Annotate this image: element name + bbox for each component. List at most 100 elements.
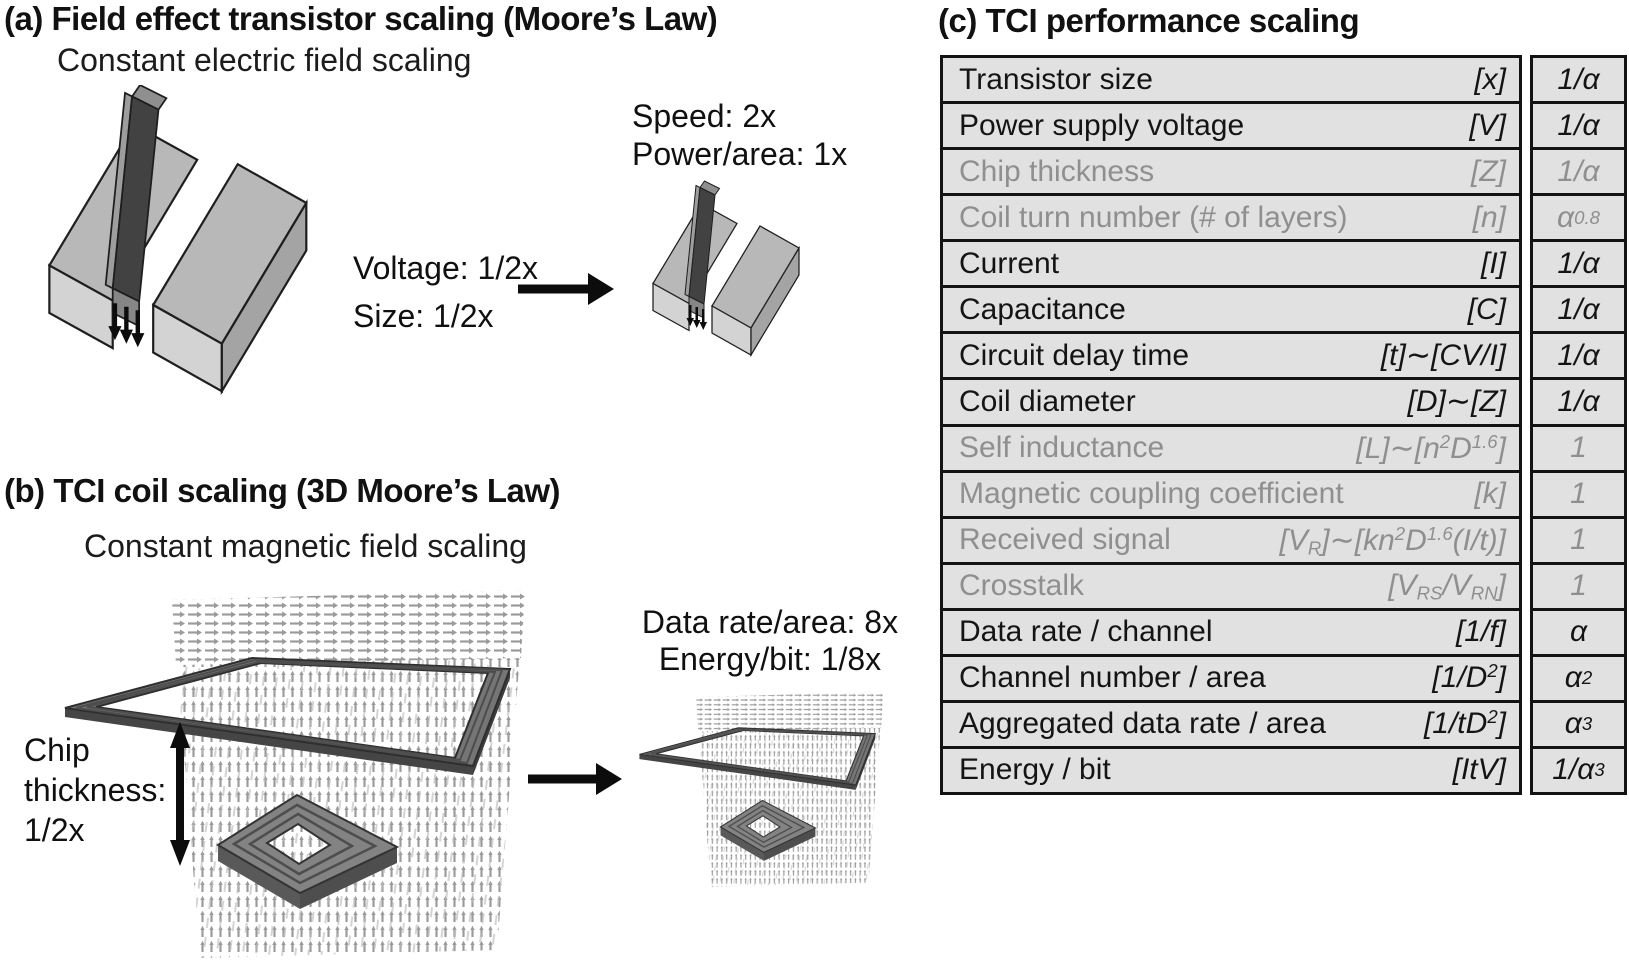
row-quantity-name: Crosstalk	[959, 569, 1085, 603]
table-row-label: Self inductance [L]∼[n2D1.6]	[943, 426, 1519, 470]
row-quantity-name: Coil diameter	[959, 384, 1136, 418]
table-row-label: Power supply voltage[V]	[943, 104, 1519, 148]
row-scaling-value: 1/α	[1533, 380, 1624, 424]
panel-a-input-labels: Voltage: 1/2x Size: 1/2x	[353, 244, 538, 340]
row-symbol: [n]	[1472, 200, 1506, 234]
row-quantity-name: Power supply voltage	[959, 108, 1245, 142]
row-quantity-name: Received signal	[959, 523, 1171, 557]
row-symbol: [Z]	[1471, 154, 1506, 188]
row-quantity-name: Data rate / channel	[959, 615, 1213, 649]
row-quantity-name: Chip thickness	[959, 154, 1155, 188]
table-row-label: Capacitance [C]	[943, 288, 1519, 332]
panel-a-title: Field effect transistor scaling (Moore’s…	[51, 0, 718, 37]
row-symbol: [C]	[1467, 292, 1506, 326]
table-row-label: Received signal [VR]∼[kn2D1.6(I/t)]	[943, 518, 1519, 562]
row-symbol: [t]∼[CV/I]	[1380, 339, 1506, 373]
chip-label-line2: thickness:	[24, 772, 167, 808]
row-symbol: [1/tD2]	[1423, 706, 1506, 741]
panel-b-output-labels: Data rate/area: 8x Energy/bit: 1/8x	[600, 604, 940, 678]
table-row-label: Transistor size [x]	[943, 58, 1519, 102]
small-coil-field-illustration	[638, 691, 884, 888]
row-scaling-value: 1	[1533, 426, 1624, 470]
table-row-label: Aggregated data rate / area [1/tD2]	[943, 702, 1519, 746]
speed-label: Speed: 2x	[632, 98, 777, 134]
row-quantity-name: Circuit delay time	[959, 338, 1190, 372]
row-quantity-name: Current	[959, 246, 1060, 280]
row-symbol: [D]∼[Z]	[1407, 385, 1506, 419]
row-symbol: [I]	[1480, 246, 1506, 280]
panel-b-subtitle: Constant magnetic field scaling	[84, 528, 527, 564]
chip-label-line3: 1/2x	[24, 812, 85, 848]
row-quantity-name: Channel number / area	[959, 661, 1266, 695]
energy-bit-label: Energy/bit: 1/8x	[658, 641, 882, 677]
table-row-label: Chip thickness [Z]	[943, 150, 1519, 194]
table-row-label: Circuit delay time [t]∼[CV/I]	[943, 334, 1519, 378]
table-row-label: Data rate / channel [1/f]	[943, 610, 1519, 654]
row-quantity-name: Transistor size	[959, 62, 1153, 96]
row-scaling-value: 1/α	[1533, 58, 1624, 102]
table-row-label: Coil diameter [D]∼[Z]	[943, 380, 1519, 424]
row-scaling-value: 1	[1533, 518, 1624, 562]
panel-a-subtitle: Constant electric field scaling	[57, 42, 472, 78]
table-row-label: Magnetic coupling coefficient [k]	[943, 472, 1519, 516]
power-area-label: Power/area: 1x	[632, 136, 848, 172]
large-transistor	[48, 85, 308, 393]
table-row-label: Energy / bit [ItV]	[943, 748, 1519, 792]
row-scaling-value: 1/α	[1533, 104, 1624, 148]
small-transistor	[652, 180, 800, 356]
chip-thickness-arrow-icon	[170, 722, 190, 866]
row-quantity-name: Capacitance	[959, 292, 1126, 326]
row-symbol: [ItV]	[1452, 753, 1506, 787]
tx-coil	[64, 656, 512, 775]
scale-arrow-a-icon	[518, 273, 614, 305]
row-quantity-name: Energy / bit	[959, 753, 1111, 787]
chip-label-line1: Chip	[24, 732, 90, 768]
table-row-label: Channel number / area [1/D2]	[943, 656, 1519, 700]
row-symbol: [VRS/VRN]	[1388, 569, 1506, 604]
coil-field-illustration	[64, 590, 525, 958]
row-symbol: [1/f]	[1455, 615, 1506, 649]
tci-performance-table: Transistor size[x]Power supply voltage[V…	[940, 55, 1627, 795]
row-scaling-value: 1/α	[1533, 150, 1624, 194]
row-quantity-name: Coil turn number (# of layers)	[959, 200, 1348, 234]
panel-a-graphic	[48, 85, 800, 393]
table-row-label: Coil turn number (# of layers) [n]	[943, 196, 1519, 240]
row-symbol: [x]	[1474, 62, 1506, 96]
panel-c-title: TCI performance scaling	[985, 2, 1360, 39]
row-scaling-value: 1	[1533, 564, 1624, 608]
panel-b-graphic	[64, 590, 884, 958]
panel-b-heading: (b) TCI coil scaling (3D Moore’s Law)	[4, 472, 561, 510]
table-column-gap	[1522, 55, 1530, 795]
panel-b-title: TCI coil scaling (3D Moore’s Law)	[53, 472, 561, 509]
row-symbol: [L]∼[n2D1.6]	[1356, 430, 1506, 465]
row-symbol: [k]	[1474, 477, 1506, 511]
panel-c-heading: (c) TCI performance scaling	[938, 2, 1360, 40]
row-scaling-value: 1/α	[1533, 242, 1624, 286]
table-label-column: Transistor size[x]Power supply voltage[V…	[940, 55, 1522, 795]
row-scaling-value: α	[1533, 610, 1624, 654]
row-symbol: [VR]∼[kn2D1.6(I/t)]	[1279, 522, 1507, 559]
scale-arrow-b-icon	[528, 763, 622, 795]
row-quantity-name: Self inductance	[959, 431, 1165, 465]
panel-a-output-labels: Speed: 2x Power/area: 1x	[632, 97, 847, 173]
table-row-label: Crosstalk [VRS/VRN]	[943, 564, 1519, 608]
panel-a-heading: (a) Field effect transistor scaling (Moo…	[4, 0, 718, 38]
row-quantity-name: Aggregated data rate / area	[959, 707, 1326, 741]
panel-c-label: (c)	[938, 2, 977, 39]
panel-a-label: (a)	[4, 0, 43, 37]
rx-coil	[216, 793, 400, 909]
voltage-label: Voltage: 1/2x	[353, 250, 539, 286]
data-rate-label: Data rate/area: 8x	[641, 604, 899, 640]
size-label: Size: 1/2x	[353, 298, 494, 334]
row-symbol: [1/D2]	[1432, 660, 1506, 695]
row-quantity-name: Magnetic coupling coefficient	[959, 477, 1344, 511]
row-scaling-value: 1/α	[1533, 334, 1624, 378]
panel-b-label: (b)	[4, 472, 45, 509]
chip-thickness-label: Chip thickness: 1/2x	[24, 730, 166, 850]
row-scaling-value: 1/α	[1533, 288, 1624, 332]
